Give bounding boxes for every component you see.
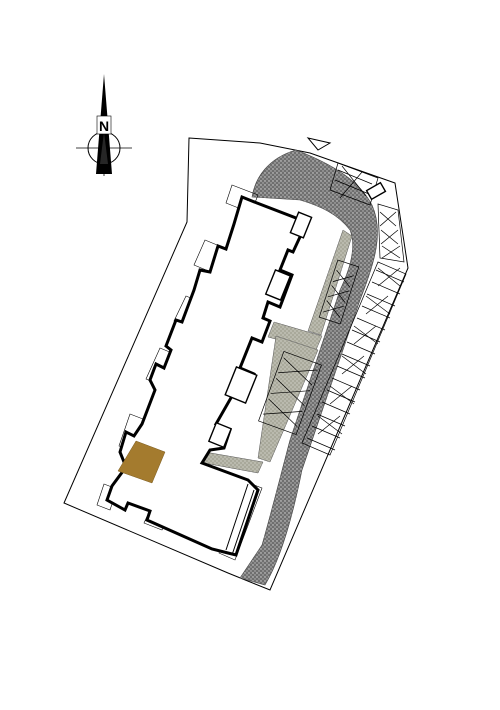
building-inner-details: [207, 211, 313, 556]
outer-parking-strip: [301, 261, 407, 456]
north-letter: N: [99, 118, 109, 134]
walkway-north: [307, 229, 353, 336]
north-parking-cluster: [329, 162, 405, 263]
selected-apartment: [117, 440, 166, 484]
walkway-central: [257, 335, 319, 463]
site-boundary: [63, 137, 409, 591]
north-arrow-icon: N: [76, 74, 132, 176]
courtyard-parking: [258, 259, 360, 436]
triangle-marker-icon: [306, 137, 332, 151]
